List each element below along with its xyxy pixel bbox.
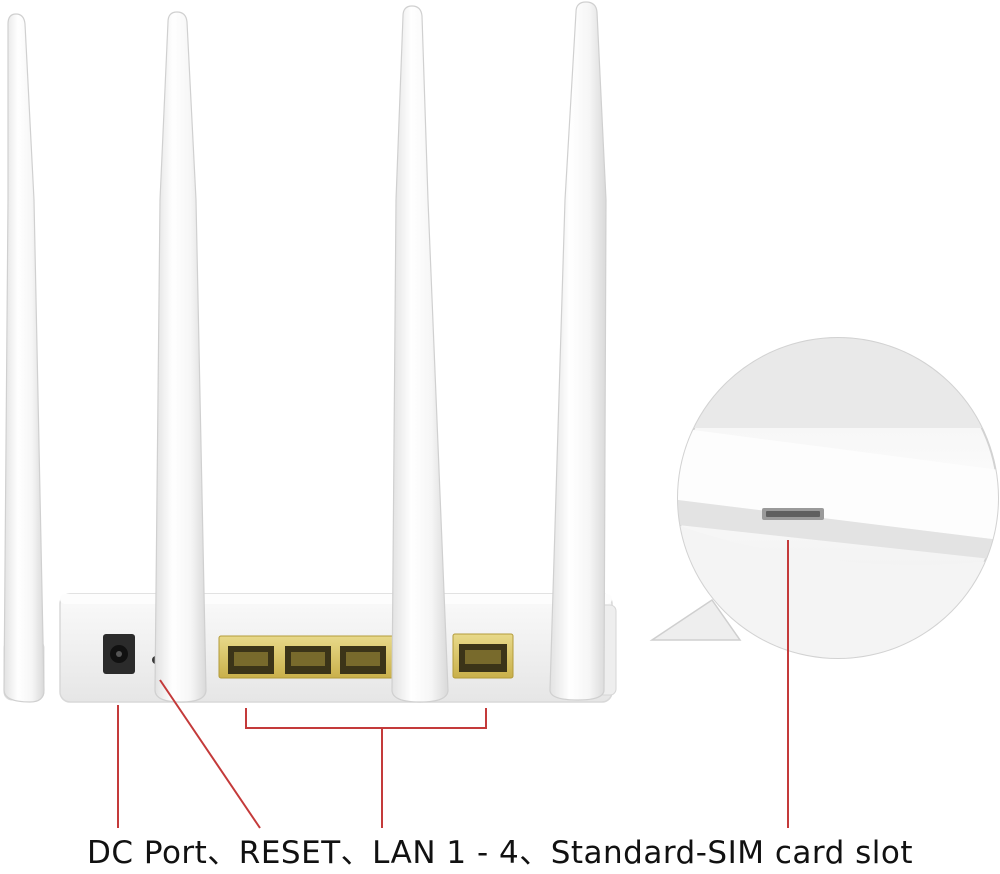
wifi-antenna-icon [391, 5, 449, 703]
lan-port-block [218, 635, 397, 679]
dc-power-jack-icon [103, 634, 135, 674]
sim-slot-zoom-callout [649, 337, 999, 659]
callout-lines [117, 540, 789, 829]
sim-card-slot-icon [762, 508, 824, 520]
port-labels-caption: DC Port、RESET、LAN 1 - 4、Standard-SIM car… [86, 835, 914, 871]
wifi-antenna-icon [3, 13, 45, 703]
ethernet-port-icon [459, 644, 507, 672]
wan-port-block [452, 633, 514, 679]
reset-callout-line [159, 679, 261, 829]
ethernet-port-icon [340, 646, 386, 674]
ethernet-port-icon [285, 646, 331, 674]
wifi-antenna-icon [549, 1, 607, 701]
lan-bracket-line [245, 708, 487, 729]
ethernet-port-icon [228, 646, 274, 674]
wifi-antenna-icon [154, 11, 207, 703]
